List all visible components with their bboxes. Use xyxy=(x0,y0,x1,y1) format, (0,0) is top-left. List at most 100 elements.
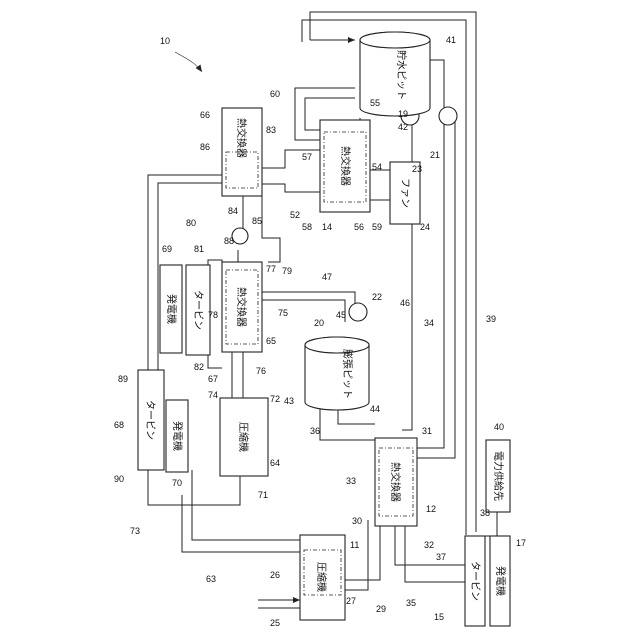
turbine-b: タービン xyxy=(186,265,210,355)
hx-lower: 熱交換器 xyxy=(375,438,417,526)
pipe-35 xyxy=(405,520,465,582)
ref-56: 56 xyxy=(354,222,364,232)
ref-19: 19 xyxy=(398,109,408,119)
ref-25: 25 xyxy=(270,618,280,628)
ref-60: 60 xyxy=(270,89,280,99)
ref-71: 71 xyxy=(258,490,268,500)
ref-14: 14 xyxy=(322,222,332,232)
hx-lower-label: 熱交換器 xyxy=(389,462,402,502)
pump-21 xyxy=(439,107,457,125)
ref-66: 66 xyxy=(200,110,210,120)
ref-21: 21 xyxy=(430,150,440,160)
generator-b: 発電機 xyxy=(166,400,188,472)
generator-c-label: 発電機 xyxy=(494,566,507,596)
ref-84: 84 xyxy=(228,206,238,216)
ref-72: 72 xyxy=(270,394,280,404)
ref-86: 86 xyxy=(200,142,210,152)
ref-70: 70 xyxy=(172,478,182,488)
turbine-c: タービン xyxy=(465,536,485,626)
ref-46: 46 xyxy=(400,298,410,308)
ref-32: 32 xyxy=(424,540,434,550)
pipe-75 xyxy=(262,300,345,322)
ref-80: 80 xyxy=(186,218,196,228)
ref-42: 42 xyxy=(398,122,408,132)
hx-right: 熱交換器 xyxy=(320,120,370,212)
ref-59: 59 xyxy=(372,222,382,232)
ref-89: 89 xyxy=(118,374,128,384)
ref-68: 68 xyxy=(114,420,124,430)
ref-58: 58 xyxy=(302,222,312,232)
ref-81: 81 xyxy=(194,244,204,254)
pump-22 xyxy=(349,303,367,321)
ref-77: 77 xyxy=(266,264,276,274)
ref-22: 22 xyxy=(372,292,382,302)
ref-15: 15 xyxy=(434,612,444,622)
ref-79: 79 xyxy=(282,266,292,276)
hx-upper: 熱交換器 xyxy=(222,108,262,196)
ref-41: 41 xyxy=(446,35,456,45)
ref-73: 73 xyxy=(130,526,140,536)
compressor-b: 圧縮機 xyxy=(220,398,268,476)
ref-64: 64 xyxy=(270,458,280,468)
ref-10: 10 xyxy=(160,36,170,46)
pipe-47 xyxy=(262,292,355,310)
pipe-52 xyxy=(262,184,320,192)
pipe-46 xyxy=(402,108,412,430)
ref-38: 38 xyxy=(480,508,490,518)
generator-a: 発電機 xyxy=(160,265,182,353)
fan-label: ファン xyxy=(399,178,410,208)
pump-88 xyxy=(232,228,248,244)
generator-a-label: 発電機 xyxy=(165,294,178,324)
ref-78: 78 xyxy=(208,310,218,320)
turbine-a-label: タービン xyxy=(144,400,156,440)
ref-67: 67 xyxy=(208,374,218,384)
ref-57: 57 xyxy=(302,152,312,162)
ref-34: 34 xyxy=(424,318,434,328)
ref-43: 43 xyxy=(284,396,294,406)
ref-30: 30 xyxy=(352,516,362,526)
turbine-a: タービン xyxy=(138,370,164,470)
ref-90: 90 xyxy=(114,474,124,484)
ref-24: 24 xyxy=(420,222,430,232)
ref-23: 23 xyxy=(412,164,422,174)
compressor-a: 圧縮機 xyxy=(300,535,345,620)
pipe-30 xyxy=(345,520,380,580)
ref-20: 20 xyxy=(314,318,324,328)
ref-36: 36 xyxy=(310,426,320,436)
ref-63: 63 xyxy=(206,574,216,584)
ref-37: 37 xyxy=(436,552,446,562)
ref-76: 76 xyxy=(256,366,266,376)
expansion-pit: 膨張ピット xyxy=(305,337,369,410)
ref-11: 11 xyxy=(350,540,359,550)
ref-33: 33 xyxy=(346,476,356,486)
hx-mid-label: 熱交換器 xyxy=(235,287,248,327)
expansion-pit-label: 膨張ピット xyxy=(341,349,354,399)
water-pit-label: 貯水ピット xyxy=(395,50,407,100)
compressor-b-label: 圧縮機 xyxy=(237,422,250,452)
ref-52: 52 xyxy=(290,210,300,220)
ref-39: 39 xyxy=(486,314,496,324)
ref-69: 69 xyxy=(162,244,172,254)
turbine-b-label: タービン xyxy=(192,290,204,330)
pipe-82 xyxy=(208,355,222,368)
ref-35: 35 xyxy=(406,598,416,608)
pipe-85 xyxy=(262,190,280,262)
hx-right-label: 熱交換器 xyxy=(339,146,352,186)
ref-83: 83 xyxy=(266,125,276,135)
pipe-63 xyxy=(182,495,300,552)
ref-17: 17 xyxy=(516,538,526,548)
hx-mid: 熱交換器 xyxy=(222,262,262,352)
ref-74: 74 xyxy=(208,390,218,400)
ref-45: 45 xyxy=(336,310,346,320)
ref-27: 27 xyxy=(346,596,356,606)
ref-82: 82 xyxy=(194,362,204,372)
ref-54: 54 xyxy=(372,162,382,172)
ref-47: 47 xyxy=(322,272,332,282)
ref-44: 44 xyxy=(370,404,380,414)
power-destination: 電力供給先 xyxy=(486,440,510,512)
hx-upper-label: 熱交換器 xyxy=(235,118,248,158)
ref-12: 12 xyxy=(426,504,436,514)
ref-75: 75 xyxy=(278,308,288,318)
generator-c: 発電機 xyxy=(490,536,510,626)
